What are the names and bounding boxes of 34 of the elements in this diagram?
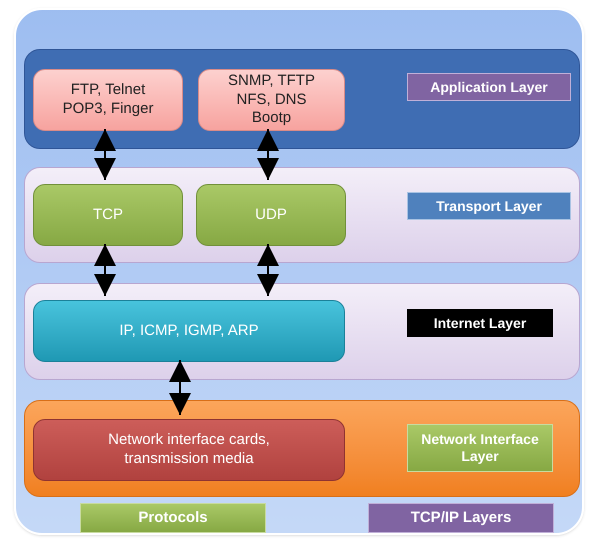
layer-label bbox=[407, 424, 553, 472]
box-text: Application Layer bbox=[429, 78, 549, 97]
layer-band bbox=[24, 167, 580, 263]
box-text: Protocols bbox=[137, 508, 209, 528]
double-arrow bbox=[94, 129, 116, 180]
box-text: Internet Layer bbox=[432, 314, 528, 333]
box-text: TCP bbox=[92, 204, 124, 225]
box-text: TCP/IP Layers bbox=[410, 508, 512, 528]
box-text: FTP, Telnet POP3, Finger bbox=[62, 81, 154, 119]
box-text: Network interface cards, transmission media bbox=[107, 431, 271, 469]
protocol-box bbox=[33, 69, 183, 131]
double-arrow bbox=[257, 129, 279, 180]
box-text: SNMP, TFTP NFS, DNS Bootp bbox=[227, 72, 316, 128]
legend-label bbox=[368, 503, 554, 533]
legend-label bbox=[80, 503, 266, 533]
layer-band bbox=[24, 49, 580, 149]
layer-label bbox=[407, 309, 553, 337]
protocol-box bbox=[33, 184, 183, 246]
protocol-box bbox=[33, 419, 345, 481]
layer-band bbox=[24, 283, 580, 380]
layer-band bbox=[24, 400, 580, 497]
double-arrow bbox=[257, 244, 279, 296]
box-text: IP, ICMP, IGMP, ARP bbox=[118, 320, 260, 341]
protocol-box bbox=[198, 69, 345, 131]
double-arrow bbox=[94, 244, 116, 296]
layer-label bbox=[407, 192, 571, 220]
layer-label bbox=[407, 73, 571, 101]
box-text: Transport Layer bbox=[435, 196, 543, 216]
protocol-box bbox=[196, 184, 346, 246]
protocol-box bbox=[33, 300, 345, 362]
double-arrow bbox=[169, 360, 191, 415]
box-text: Network Interface Layer bbox=[420, 430, 540, 466]
box-text: UDP bbox=[254, 204, 288, 225]
outer-panel bbox=[14, 8, 584, 535]
